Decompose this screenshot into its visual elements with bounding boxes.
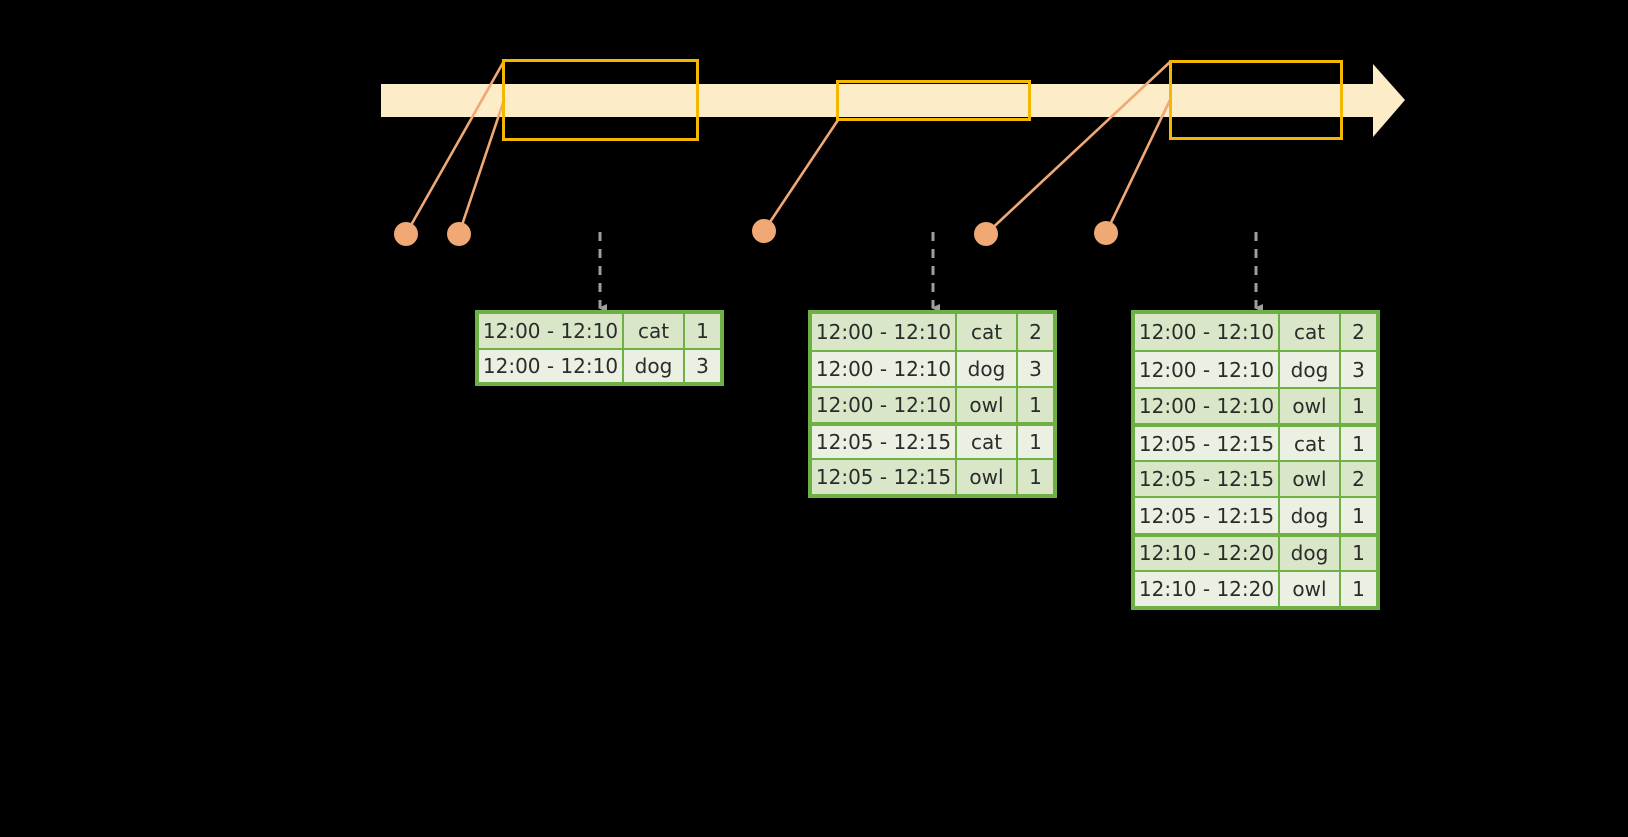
cell-word: dog [957,351,1018,386]
cell-window: 12:00 - 12:10 [479,349,624,382]
cell-window: 12:05 - 12:15 [1135,498,1280,533]
connector-line [457,98,506,236]
cell-word: dog [624,349,685,382]
cell-count: 1 [1352,576,1365,601]
cell-window: 12:00 - 12:10 [812,351,957,386]
cell-window: 12:00 - 12:10 [1135,388,1280,424]
cell-word: cat [624,314,685,348]
cell-word: cat [1280,427,1341,460]
connector-line [762,118,840,233]
event-group-3[interactable] [1169,60,1343,140]
cell-count: 2 [1352,467,1365,492]
connector-line [404,59,506,236]
cell-word: cat [957,425,1018,458]
cell-count: 3 [1029,356,1042,381]
event-dot[interactable] [447,222,471,246]
cell-window: 12:00 - 12:10 [812,314,957,350]
cell-word: owl [957,387,1018,422]
event-group-2[interactable] [836,80,1031,121]
cell-count: 2 [1029,319,1042,344]
cell-count: 1 [1029,429,1042,454]
cell-window: 12:05 - 12:15 [1135,427,1280,460]
event-group-1[interactable] [502,59,699,141]
cell-window: 12:10 - 12:20 [1135,571,1280,606]
cell-count: 1 [696,318,709,343]
cell-word: cat [957,314,1018,350]
dashed-emit-arrows [598,232,1263,312]
cell-window: 12:05 - 12:15 [812,460,957,494]
connector-line [1104,98,1172,235]
cell-word: dog [1280,352,1341,387]
cell-window: 12:00 - 12:10 [812,387,957,422]
cell-count: 1 [1352,431,1365,456]
cell-word: cat [1280,314,1341,351]
cell-count: 1 [1352,503,1365,528]
cell-word: owl [1280,388,1341,424]
event-dot[interactable] [752,219,776,243]
event-dot[interactable] [974,222,998,246]
cell-count: 1 [1352,394,1365,419]
cell-window: 12:00 - 12:10 [1135,314,1280,351]
connector-dots [394,219,1118,246]
cell-word: dog [1280,536,1341,570]
cell-count: 1 [1029,465,1042,489]
event-dot[interactable] [1094,221,1118,245]
cell-window: 12:00 - 12:10 [479,314,624,348]
cell-word: owl [1280,461,1341,497]
cell-count: 3 [696,353,709,378]
cell-count: 2 [1352,320,1365,345]
event-dot[interactable] [394,222,418,246]
cell-word: dog [1280,498,1341,533]
cell-count: 1 [1029,392,1042,417]
cell-window: 12:05 - 12:15 [1135,461,1280,497]
cell-word: owl [1280,571,1341,606]
cell-window: 12:00 - 12:10 [1135,352,1280,387]
cell-count: 1 [1352,541,1365,566]
cell-count: 3 [1352,357,1365,382]
cell-window: 12:10 - 12:20 [1135,536,1280,570]
cell-word: owl [957,460,1018,494]
cell-window: 12:05 - 12:15 [812,425,957,458]
